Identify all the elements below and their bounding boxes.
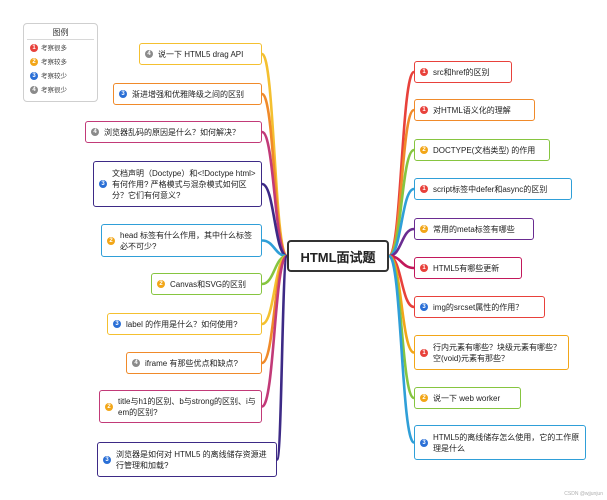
priority-3-icon: 3 <box>103 455 111 464</box>
topic-node-right[interactable]: 1 script标签中defer和async的区别 <box>414 178 572 200</box>
topic-text: img的srcset属性的作⽤？ <box>433 302 524 312</box>
connector-line <box>260 92 289 258</box>
priority-1-icon: 1 <box>420 106 428 114</box>
priority-3-icon: 3 <box>99 180 107 188</box>
connector-line <box>387 108 416 258</box>
priority-3-icon: 3 <box>420 438 428 447</box>
topic-node-right[interactable]: 1 HTML5有哪些更新 <box>414 257 522 279</box>
topic-node-left[interactable]: 2 title与h1的区别、b与strong的区别、i与em的区别? <box>99 390 262 423</box>
priority-2-icon: 2 <box>107 236 115 245</box>
legend-label: 考察很少 <box>41 87 67 94</box>
topic-node-right[interactable]: 3 img的srcset属性的作⽤？ <box>414 296 545 318</box>
priority-2-icon: 2 <box>30 58 38 67</box>
legend-label: 考察很多 <box>41 45 67 52</box>
connector-line <box>260 182 289 258</box>
topic-text: 说⼀下 web worker <box>433 393 501 403</box>
priority-1-icon: 1 <box>420 185 428 193</box>
topic-node-right[interactable]: 2 常⽤的meta标签有哪些 <box>414 218 534 240</box>
topic-text: HTML5的离线储存怎么使⽤，它的⼯作原理是什么 <box>433 432 580 453</box>
legend-title: 图例 <box>52 28 69 37</box>
topic-text: 文档声明（Doctype）和<!Doctype html>有何作用? 严格模式与… <box>112 168 256 200</box>
priority-1-icon: 1 <box>420 264 428 272</box>
topic-node-left[interactable]: 4 浏览器乱码的原因是什么？如何解决？ <box>85 121 262 143</box>
topic-node-right[interactable]: 2 DOCTYPE(⽂档类型) 的作⽤ <box>414 139 550 161</box>
topic-text: 说一下 HTML5 drag API <box>158 49 244 59</box>
priority-1-icon: 1 <box>420 348 428 357</box>
legend-divider <box>27 39 94 40</box>
priority-2-icon: 2 <box>105 402 113 411</box>
priority-3-icon: 3 <box>30 72 38 81</box>
priority-2-icon: 2 <box>420 394 428 402</box>
topic-text: 浏览器乱码的原因是什么？如何解决？ <box>104 127 240 137</box>
legend-label: 考察较多 <box>41 59 67 66</box>
topic-text: src和href的区别 <box>433 67 490 77</box>
topic-text: iframe 有那些优点和缺点? <box>145 358 238 368</box>
priority-2-icon: 2 <box>420 225 428 233</box>
topic-text: HTML5有哪些更新 <box>433 263 500 273</box>
topic-text: 对HTML语义化的理解 <box>433 105 511 115</box>
priority-3-icon: 3 <box>119 90 127 98</box>
watermark-credit: CSDN @wjjunjun <box>564 491 603 497</box>
topic-node-left[interactable]: 3 label 的作用是什么？如何使用? <box>107 313 262 335</box>
topic-node-left[interactable]: 2 Canvas和SVG的区别 <box>151 273 262 295</box>
priority-1-icon: 1 <box>420 68 428 76</box>
topic-text: script标签中defer和async的区别 <box>433 184 548 194</box>
connector-line <box>387 254 416 444</box>
priority-4-icon: 4 <box>145 50 153 58</box>
topic-node-left[interactable]: 4 说一下 HTML5 drag API <box>139 43 262 65</box>
topic-text: head 标签有什么作用，其中什么标签必不可少? <box>120 230 253 251</box>
topic-node-left[interactable]: 3 浏览器是如何对 HTML5 的离线储存资源进行管理和加载? <box>97 442 277 477</box>
connector-line <box>260 254 289 408</box>
topic-text: 渐进增强和优雅降级之间的区别 <box>132 89 244 99</box>
topic-text: title与h1的区别、b与strong的区别、i与em的区别? <box>118 396 256 417</box>
topic-node-right[interactable]: 1 对HTML语义化的理解 <box>414 99 535 121</box>
topic-text: ⾏内元素有哪些？块级元素有哪些？ 空(void)元素有那些？ <box>433 342 561 363</box>
priority-4-icon: 4 <box>132 359 140 367</box>
topic-node-left[interactable]: 4 iframe 有那些优点和缺点? <box>126 352 262 374</box>
priority-4-icon: 4 <box>91 128 99 136</box>
priority-1-icon: 1 <box>30 44 38 53</box>
topic-node-left[interactable]: 2 head 标签有什么作用，其中什么标签必不可少? <box>101 224 262 257</box>
priority-3-icon: 3 <box>420 303 428 311</box>
topic-text: 浏览器是如何对 HTML5 的离线储存资源进行管理和加载? <box>116 449 267 470</box>
priority-2-icon: 2 <box>420 146 428 154</box>
priority-3-icon: 3 <box>113 320 121 328</box>
legend-label: 考察较少 <box>41 73 67 80</box>
topic-text: Canvas和SVG的区别 <box>170 279 247 289</box>
central-topic[interactable]: HTML面试题 <box>287 240 389 272</box>
connector-line <box>275 254 289 461</box>
topic-node-right[interactable]: 1 ⾏内元素有哪些？块级元素有哪些？ 空(void)元素有那些？ <box>414 335 569 370</box>
topic-text: label 的作用是什么？如何使用? <box>126 319 238 329</box>
topic-node-left[interactable]: 3 渐进增强和优雅降级之间的区别 <box>113 83 262 105</box>
topic-text: 常⽤的meta标签有哪些 <box>433 224 515 234</box>
topic-text: DOCTYPE(⽂档类型) 的作⽤ <box>433 145 536 155</box>
topic-node-left[interactable]: 3 文档声明（Doctype）和<!Doctype html>有何作用? 严格模式… <box>93 161 262 207</box>
priority-4-icon: 4 <box>30 86 38 95</box>
topic-node-right[interactable]: 3 HTML5的离线储存怎么使⽤，它的⼯作原理是什么 <box>414 425 586 460</box>
topic-node-right[interactable]: 2 说⼀下 web worker <box>414 387 521 409</box>
priority-2-icon: 2 <box>157 280 165 288</box>
topic-node-right[interactable]: 1 src和href的区别 <box>414 61 512 83</box>
